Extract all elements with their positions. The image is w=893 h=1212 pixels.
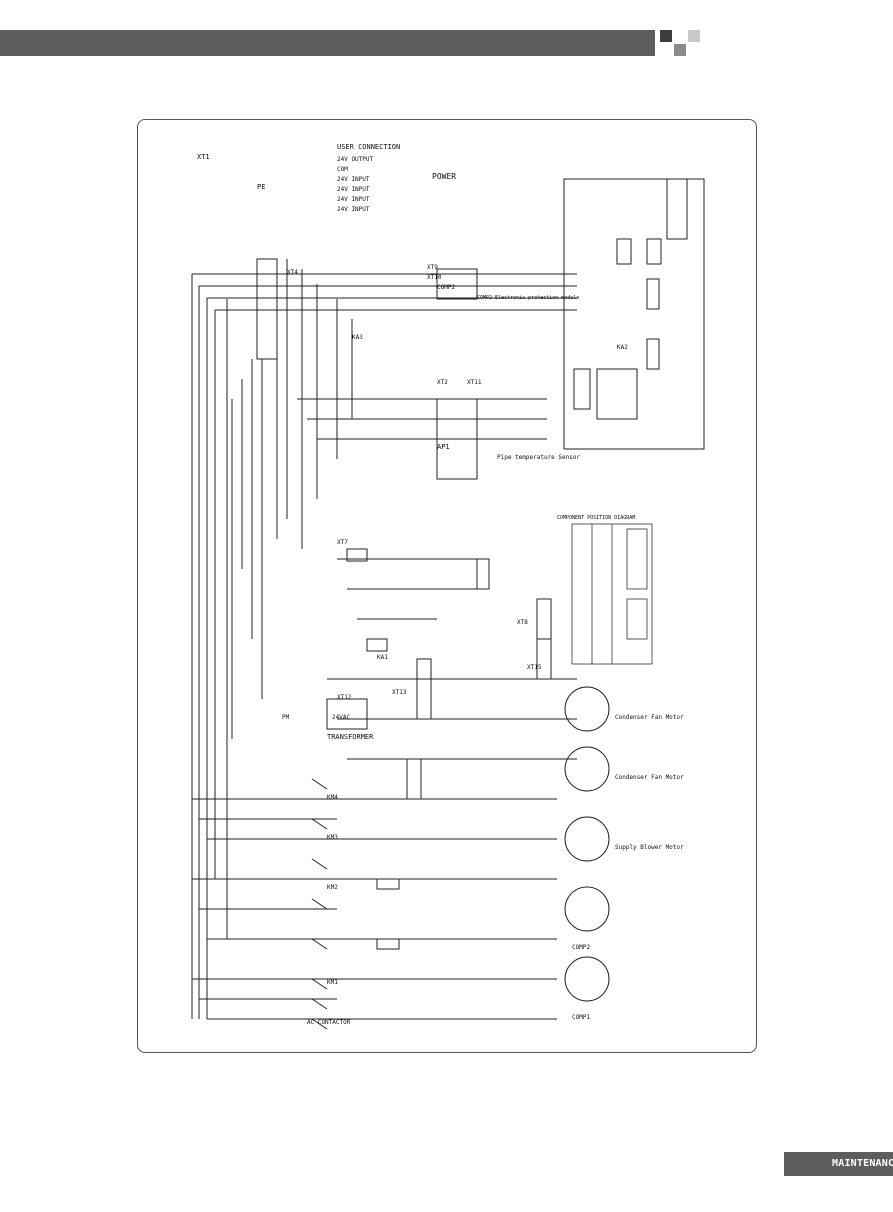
power-rails bbox=[191, 259, 577, 1020]
panel-layout bbox=[563, 178, 705, 450]
terminal-blocks bbox=[256, 258, 552, 800]
label-24v-input-1: 24V INPUT bbox=[337, 176, 370, 183]
label-pe: PE bbox=[257, 183, 265, 191]
label-24v-input-2: 24V INPUT bbox=[337, 186, 370, 193]
label-comp2: COMP2 bbox=[437, 284, 455, 291]
label-ka1: KA1 bbox=[377, 654, 388, 661]
label-xt13: XT13 bbox=[392, 689, 407, 696]
label-xt10: XT10 bbox=[427, 274, 442, 281]
label-pipe-sensor: Pipe temperature Sensor bbox=[497, 454, 580, 461]
label-xt1: XT1 bbox=[197, 153, 210, 161]
label-condenser-fan-2: Condenser Fan Motor bbox=[615, 714, 684, 721]
section-label: MAINTENANCE bbox=[832, 1158, 893, 1169]
component-position-diagram bbox=[571, 523, 653, 665]
label-km3: KM3 bbox=[327, 834, 338, 841]
header-square-mid bbox=[674, 44, 686, 56]
label-condenser-fan-1: Condenser Fan Motor bbox=[615, 774, 684, 781]
label-24v-input-3: 24V INPUT bbox=[337, 196, 370, 203]
label-xt11: XT11 bbox=[467, 379, 482, 386]
label-xt7: XT7 bbox=[337, 539, 348, 546]
footer-tab bbox=[784, 1152, 893, 1176]
label-xt15: XT15 bbox=[527, 664, 542, 671]
label-motor-comp2: COMP2 bbox=[572, 944, 590, 951]
label-km2: KM2 bbox=[327, 884, 338, 891]
label-xt4: XT4 bbox=[287, 269, 298, 276]
label-supply-blower: Supply Blower Motor bbox=[615, 844, 684, 851]
header-square-dark bbox=[660, 30, 672, 42]
label-24v-input-4: 24V INPUT bbox=[337, 206, 370, 213]
label-km1: KM1 bbox=[327, 979, 338, 986]
label-comp2-protection: COMP2 Electronic protection module bbox=[477, 295, 579, 301]
diagram-frame bbox=[137, 119, 757, 1053]
label-xt9: XT9 bbox=[427, 264, 438, 271]
label-xt8: XT8 bbox=[517, 619, 528, 626]
label-km4: KM4 bbox=[327, 794, 338, 801]
label-component-position: COMPONENT POSITION DIAGRAM bbox=[557, 515, 635, 521]
motor-symbols bbox=[564, 686, 610, 1002]
label-ka2: KA2 bbox=[617, 344, 628, 351]
diagram-labels: POWER XT1 PE USER CONNECTION 24V OUTPUT … bbox=[197, 143, 684, 1026]
label-ap1: AP1 bbox=[437, 443, 450, 451]
label-motor-comp1: COMP1 bbox=[572, 1014, 590, 1021]
header-square-light bbox=[688, 30, 700, 42]
label-transformer: TRANSFORMER bbox=[327, 733, 374, 741]
label-ka3: KA3 bbox=[352, 334, 363, 341]
label-com: COM bbox=[337, 166, 348, 173]
label-24v-output: 24V OUTPUT bbox=[337, 156, 374, 163]
label-power: POWER bbox=[432, 172, 456, 181]
label-ac-contactor: AC CONTACTOR bbox=[307, 1019, 351, 1026]
label-xt2: XT2 bbox=[437, 379, 448, 386]
wiring-diagram: POWER XT1 PE USER CONNECTION 24V OUTPUT … bbox=[191, 143, 705, 1030]
label-user-connection: USER CONNECTION bbox=[337, 143, 400, 151]
label-xt12: XT12 bbox=[337, 694, 352, 701]
label-pm: PM bbox=[282, 714, 290, 721]
label-24vac: 24VAC bbox=[332, 714, 350, 721]
contactor-switches bbox=[311, 778, 400, 1030]
header-bar bbox=[0, 30, 655, 56]
